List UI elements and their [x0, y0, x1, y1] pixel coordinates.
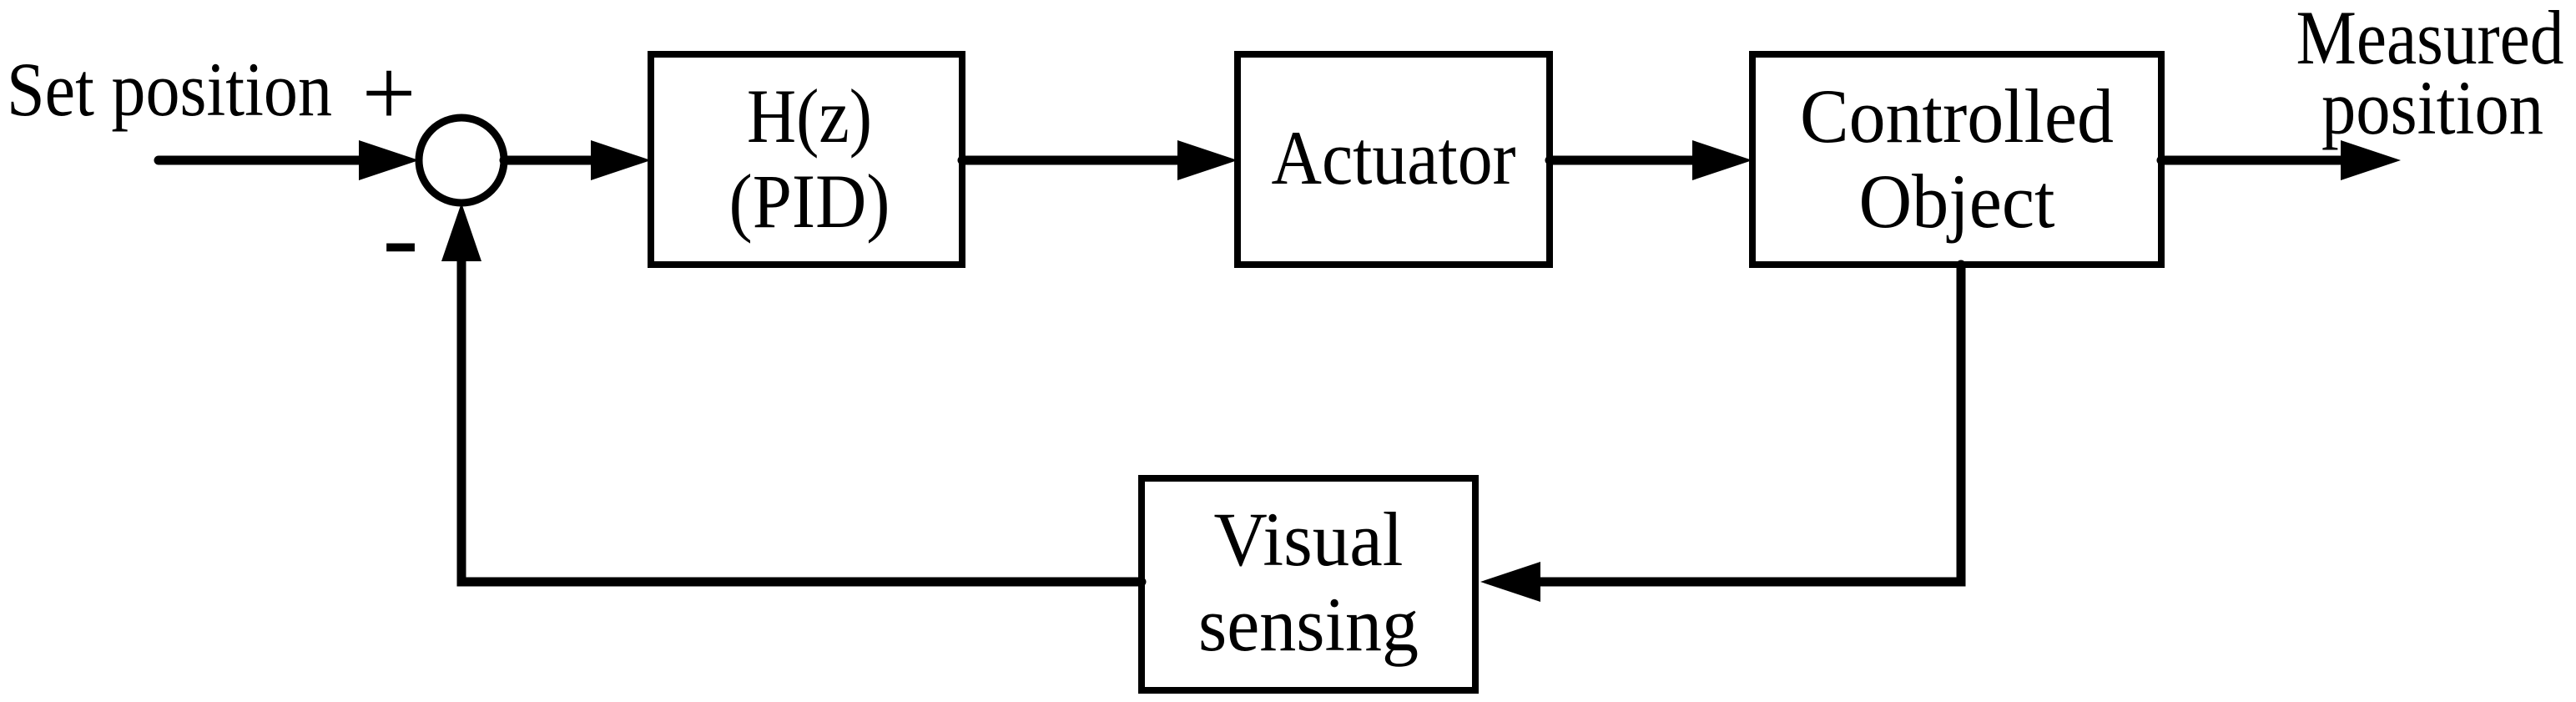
measured-position-line1: Measured	[2296, 0, 2564, 80]
arrow-controller-to-actuator	[957, 140, 1238, 180]
plus-sign-label: +	[362, 40, 416, 146]
measured-position-label: Measured position	[2296, 0, 2564, 150]
controller-block: H(z) (PID)	[648, 51, 965, 268]
summing-junction	[415, 114, 508, 207]
actuator-label: Actuator	[1272, 115, 1516, 200]
measured-position-line2: position	[2321, 65, 2543, 150]
plant-label-line1: Controlled	[1800, 73, 2114, 159]
sensor-label-line1: Visual	[1214, 497, 1404, 582]
feedback-wire-plant-to-sensor	[1480, 260, 1966, 602]
controller-label-line1: H(z)	[747, 73, 872, 159]
feedback-wire-sensor-to-summing	[441, 203, 1147, 587]
arrow-plant-to-output	[2156, 140, 2401, 180]
actuator-block: Actuator	[1234, 51, 1553, 268]
arrow-actuator-to-plant	[1545, 140, 1752, 180]
plant-block: Controlled Object	[1749, 51, 2165, 268]
set-position-label: Set position	[7, 47, 332, 132]
sensor-block: Visual sensing	[1138, 475, 1479, 694]
sensor-label-line2: sensing	[1198, 582, 1419, 667]
plant-label-line2: Object	[1859, 159, 2055, 244]
controller-label-line2: (PID)	[729, 159, 890, 244]
arrow-summing-to-controller	[499, 140, 651, 180]
arrow-input-to-summing	[154, 140, 419, 180]
minus-sign-label: -	[382, 177, 418, 297]
